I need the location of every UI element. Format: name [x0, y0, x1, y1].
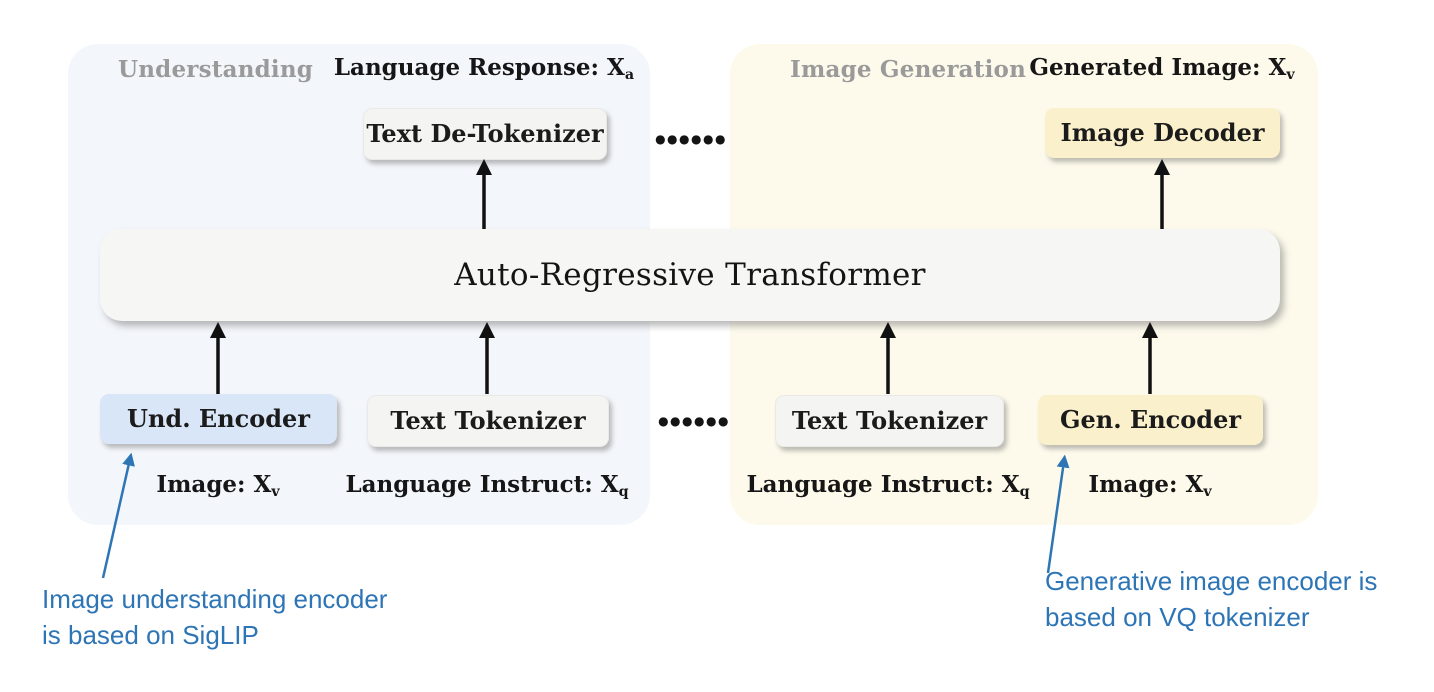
generated-image-subscript: v [1286, 66, 1295, 83]
text-tokenizer-left-box: Text Tokenizer [367, 395, 609, 447]
image-input-left-text: Image: X [156, 471, 272, 498]
auto-regressive-transformer-bar: Auto-Regressive Transformer [100, 229, 1280, 321]
language-response-text: Language Response: X [333, 54, 625, 81]
generated-image-text: Generated Image: X [1029, 54, 1287, 81]
vq-annotation: Generative image encoder is based on VQ … [1045, 563, 1377, 635]
image-generation-panel-title: Image Generation [790, 56, 1026, 83]
image-input-right-label: Image: Xv [1088, 471, 1211, 500]
language-instruct-right-subscript: q [1019, 483, 1030, 500]
image-input-left-subscript: v [271, 483, 280, 500]
language-response-label: Language Response: Xa [334, 54, 634, 83]
image-decoder-box: Image Decoder [1045, 108, 1280, 158]
image-input-left-label: Image: Xv [156, 471, 279, 500]
language-instruct-right-label: Language Instruct: Xq [746, 471, 1029, 500]
image-input-right-text: Image: X [1088, 471, 1204, 498]
siglip-annotation-line1: Image understanding encoder [42, 584, 388, 614]
understanding-panel-title: Understanding [118, 56, 314, 83]
language-instruct-left-text: Language Instruct: X [345, 471, 619, 498]
siglip-annotation: Image understanding encoder is based on … [42, 581, 387, 653]
ellipsis-bottom: ●●●●●● [658, 414, 730, 428]
vq-annotation-line1: Generative image encoder is [1045, 566, 1378, 596]
generation-encoder-box: Gen. Encoder [1038, 395, 1263, 445]
image-input-right-subscript: v [1203, 483, 1212, 500]
understanding-encoder-box: Und. Encoder [100, 394, 337, 444]
vq-annotation-line2: based on VQ tokenizer [1045, 602, 1310, 632]
language-instruct-right-text: Language Instruct: X [746, 471, 1020, 498]
language-instruct-left-subscript: q [618, 483, 629, 500]
text-tokenizer-right-box: Text Tokenizer [775, 395, 1004, 447]
language-response-subscript: a [624, 66, 635, 83]
ellipsis-top: ●●●●●● [655, 132, 727, 146]
text-detokenizer-box: Text De-Tokenizer [363, 108, 607, 160]
generated-image-label: Generated Image: Xv [1029, 54, 1294, 83]
language-instruct-left-label: Language Instruct: Xq [345, 471, 628, 500]
siglip-annotation-line2: is based on SigLIP [42, 620, 259, 650]
